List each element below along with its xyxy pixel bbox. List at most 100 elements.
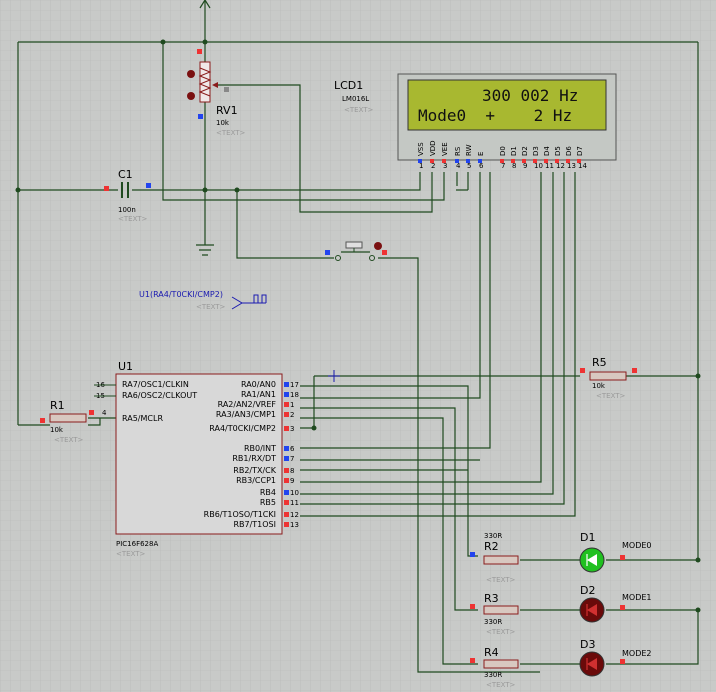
u1-left-pins: RA7/OSC1/CLKIN16RA6/OSC2/CLKOUT15RA5/MCL… [94, 380, 197, 423]
r5-text: <TEXT> [596, 392, 626, 400]
u1-pin-marker [284, 402, 289, 407]
r1-pin: 4 [102, 409, 107, 417]
lcd-pin-number: 3 [443, 162, 447, 170]
r2-value: 330R [484, 532, 502, 540]
lcd-pin-name: D3 [532, 146, 540, 156]
r5-resistor[interactable]: R5 10k <TEXT> [580, 356, 637, 400]
lcd-pin-marker [522, 159, 526, 163]
lcd-screen [407, 79, 607, 131]
r4-text: <TEXT> [486, 681, 516, 689]
u1-pin-name: RA1/AN1 [241, 390, 276, 399]
lcd-pin-marker [555, 159, 559, 163]
u1-pin-number: 13 [290, 521, 299, 529]
lcd-pin-number: 10 [534, 162, 543, 170]
c1-capacitor[interactable]: C1 100n <TEXT> [104, 168, 151, 223]
r4-resistor[interactable]: R4 330R <TEXT> [470, 646, 519, 689]
u1-pin-name: RB7/T1OSI [233, 520, 276, 529]
r3-text: <TEXT> [486, 628, 516, 636]
lcd-pin-marker [430, 159, 434, 163]
u1-pin-number: 7 [290, 455, 294, 463]
u1-pin-number: 18 [290, 391, 299, 399]
lcd-pin-marker [418, 159, 422, 163]
r3-ref: R3 [484, 592, 499, 605]
c1-value: 100n [118, 206, 136, 214]
lcd-pin-number: 12 [556, 162, 565, 170]
rv1-value: 10k [216, 119, 230, 127]
lcd-pin-name: VEE [441, 142, 449, 156]
lcd-pin-marker [577, 159, 581, 163]
u1-microcontroller[interactable]: U1 PIC16F628A <TEXT> RA7/OSC1/CLKIN16RA6… [94, 360, 299, 558]
lcd-pin-marker [533, 159, 537, 163]
u1-pin-marker [284, 446, 289, 451]
d2-led[interactable]: D2 MODE1 [579, 584, 652, 623]
r1-text: <TEXT> [54, 436, 84, 444]
r4-value: 330R [484, 671, 502, 679]
d3-led[interactable]: D3 MODE2 [579, 638, 652, 677]
lcd-pin-number: 11 [545, 162, 554, 170]
r3-resistor[interactable]: R3 330R <TEXT> [470, 592, 519, 636]
c1-ref: C1 [118, 168, 133, 181]
u1-pin-number: 11 [290, 499, 299, 507]
rv1-potentiometer[interactable]: RV1 10k <TEXT> [187, 49, 246, 137]
lcd-ref: LCD1 [334, 79, 363, 92]
u1-pin-marker [284, 392, 289, 397]
rv1-ref: RV1 [216, 104, 238, 117]
lcd-pin-name: D4 [543, 146, 551, 156]
u1-pin-marker [284, 426, 289, 431]
d3-label: MODE2 [622, 649, 652, 658]
lcd-pin-marker [478, 159, 482, 163]
d1-label: MODE0 [622, 541, 652, 550]
lcd-pin-marker [566, 159, 570, 163]
probe-label: U1(RA4/T0CKI/CMP2) [139, 290, 223, 299]
lcd-pin-number: 6 [479, 162, 484, 170]
lcd-pin-marker [466, 159, 470, 163]
u1-pin-name: RB3/CCP1 [236, 476, 276, 485]
r1-resistor[interactable]: R1 10k <TEXT> 4 [40, 399, 107, 444]
lcd-pin-name: D5 [554, 146, 562, 156]
r2-resistor[interactable]: 330R R2 <TEXT> [470, 532, 519, 584]
u1-pin-number: 17 [290, 381, 299, 389]
u1-pin-marker [284, 412, 289, 417]
lcd-pin-number: 4 [456, 162, 461, 170]
lcd-pin-number: 13 [567, 162, 576, 170]
u1-pin-name: RA0/AN0 [241, 380, 276, 389]
u1-pin-marker [284, 478, 289, 483]
r4-ref: R4 [484, 646, 499, 659]
c1-text: <TEXT> [118, 215, 148, 223]
r5-value: 10k [592, 382, 606, 390]
r5-ref: R5 [592, 356, 607, 369]
u1-pin-name: RB0/INT [244, 444, 276, 453]
d3-ref: D3 [580, 638, 595, 651]
u1-pin-number: 9 [290, 477, 294, 485]
u1-ref: U1 [118, 360, 133, 373]
lcd-pin-marker [442, 159, 446, 163]
u1-pin-name: RA4/T0CKI/CMP2 [209, 424, 276, 433]
u1-pin-name: RA2/AN2/VREF [218, 400, 277, 409]
lcd-pin-name: VDD [429, 140, 437, 156]
lcd-pin-marker [500, 159, 504, 163]
push-button-switch[interactable] [325, 241, 387, 261]
u1-part: PIC16F628A [116, 540, 158, 548]
lcd-pin-name: D7 [576, 146, 584, 156]
lcd-pin-number: 9 [523, 162, 527, 170]
lcd-pins: VSS1VDD2VEE3RS4RW5E6D07D18D29D310D411D51… [417, 140, 587, 170]
crosshair-marker [328, 370, 340, 382]
u1-pin-marker [284, 382, 289, 387]
u1-pin-name: RA3/AN3/CMP1 [216, 410, 276, 419]
u1-pin-marker [284, 456, 289, 461]
wires [15, 0, 701, 673]
lcd-pin-number: 8 [512, 162, 516, 170]
u1-pin-marker [284, 500, 289, 505]
lcd-pin-name: D1 [510, 146, 518, 156]
d1-led[interactable]: D1 MODE0 [579, 531, 652, 573]
u1-pin-name: RB5 [260, 498, 276, 507]
u1-pin-marker [284, 512, 289, 517]
voltage-probe[interactable]: U1(RA4/T0CKI/CMP2) <TEXT> [139, 290, 267, 311]
lcd-module[interactable]: LCD1 LM016L <TEXT> 300 002 Hz Mode0 + 2 … [334, 73, 617, 170]
u1-pin-marker [284, 522, 289, 527]
u1-pin-name: RB2/TX/CK [233, 466, 276, 475]
u1-pin-name: RA5/MCLR [122, 414, 163, 423]
u1-pin-number: 6 [290, 445, 295, 453]
